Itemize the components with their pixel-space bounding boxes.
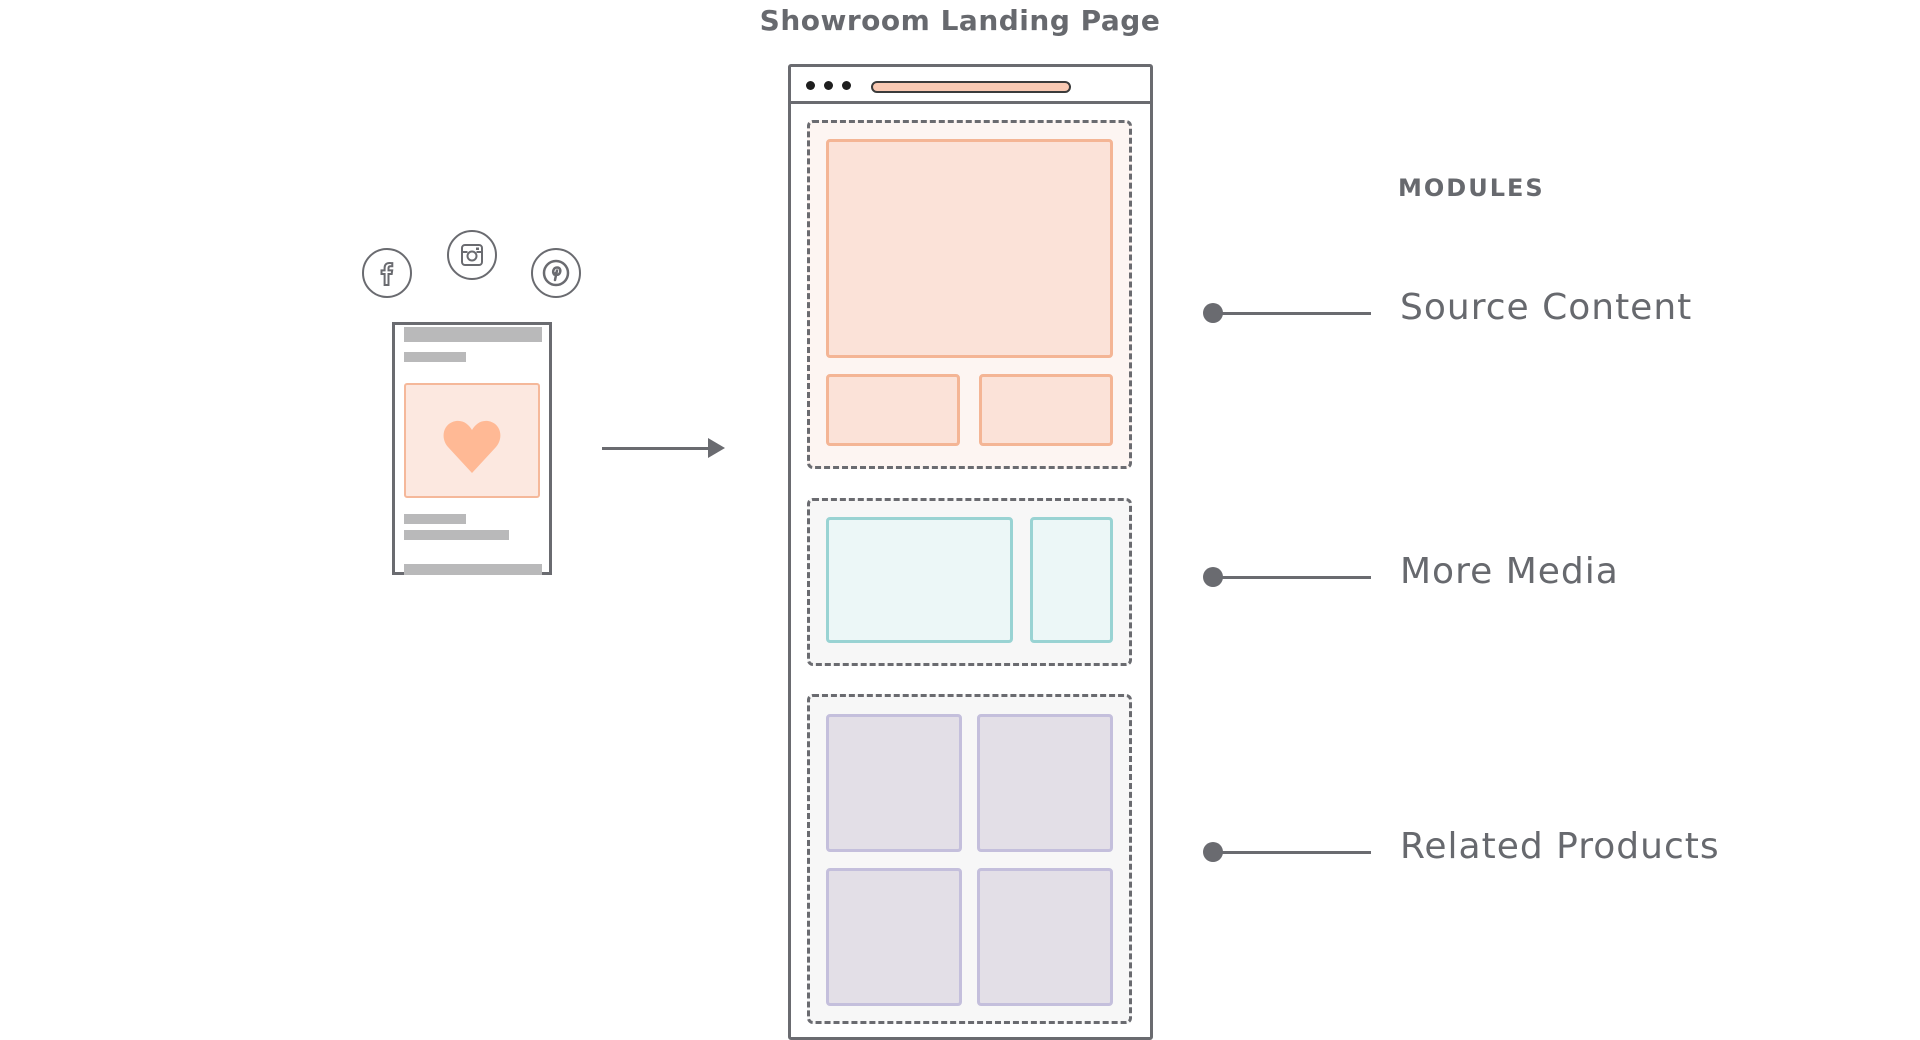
window-dot-icon (824, 81, 833, 90)
module-more-media (807, 498, 1132, 666)
product-tile (977, 868, 1113, 1006)
media-tile (826, 517, 1013, 643)
social-post-mockup (392, 322, 552, 575)
address-bar (871, 81, 1071, 93)
source-tile (979, 374, 1113, 446)
connector-line (1213, 851, 1371, 854)
module-label-source-content: Source Content (1400, 287, 1693, 328)
post-header-bar (404, 327, 542, 342)
connector-line (1213, 312, 1371, 315)
window-dot-icon (806, 81, 815, 90)
product-tile (826, 714, 962, 852)
media-tile (1030, 517, 1113, 643)
page-title: Showroom Landing Page (759, 4, 1161, 37)
post-subtitle-bar (404, 352, 466, 362)
product-tile (826, 868, 962, 1006)
post-footer-bar (404, 564, 542, 575)
instagram-icon (447, 230, 497, 280)
module-label-more-media: More Media (1400, 551, 1619, 592)
post-caption-bar (404, 530, 509, 540)
modules-heading: MODULES (1398, 174, 1545, 202)
module-related-products (807, 694, 1132, 1024)
source-tile (826, 374, 960, 446)
landing-page-browser (788, 64, 1153, 1040)
product-tile (977, 714, 1113, 852)
source-hero-tile (826, 139, 1113, 358)
post-caption-bar (404, 514, 466, 524)
browser-toolbar (791, 67, 1150, 104)
facebook-icon (362, 248, 412, 298)
module-label-related-products: Related Products (1400, 826, 1720, 867)
pinterest-icon (531, 248, 581, 298)
flow-arrow (602, 447, 710, 450)
connector-line (1213, 576, 1371, 579)
heart-icon (443, 420, 501, 473)
module-source-content (807, 120, 1132, 469)
post-image (404, 383, 540, 498)
window-dot-icon (842, 81, 851, 90)
flow-arrow-head (708, 438, 725, 458)
